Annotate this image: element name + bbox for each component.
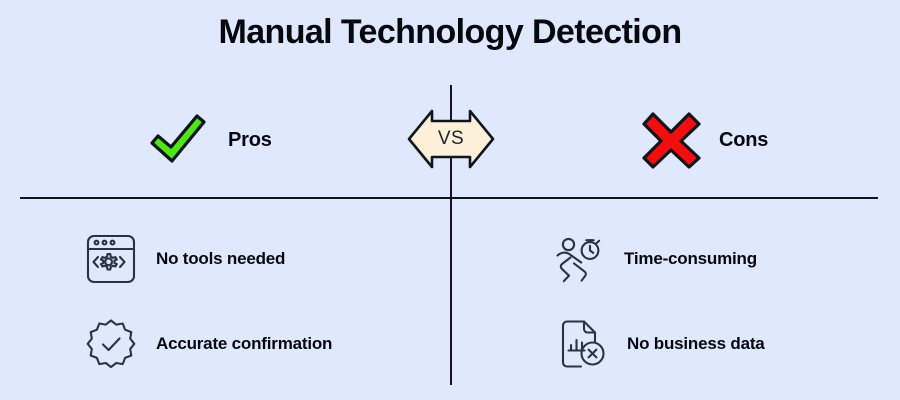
pros-heading-group: Pros (146, 110, 272, 170)
running-person-stopwatch-icon (548, 228, 610, 290)
list-item-label: Accurate confirmation (156, 334, 333, 353)
list-item-label: No business data (627, 334, 765, 353)
document-chart-x-icon (551, 313, 613, 375)
list-item-label: No tools needed (156, 249, 286, 268)
verified-badge-check-icon (80, 313, 142, 375)
vs-badge: VS (406, 108, 496, 170)
list-item: No tools needed (80, 228, 285, 290)
list-item: Time-consuming (548, 228, 757, 290)
green-check-icon (146, 110, 210, 170)
red-cross-icon (641, 110, 705, 170)
vs-label: VS (437, 128, 465, 149)
list-item: No business data (551, 313, 765, 375)
vertical-divider (450, 85, 452, 385)
cons-heading-label: Cons (719, 128, 769, 151)
page-title: Manual Technology Detection (218, 13, 683, 51)
horizontal-divider (20, 197, 878, 199)
list-item-label: Time-consuming (624, 249, 757, 268)
browser-gear-code-icon (80, 228, 142, 290)
list-item: Accurate confirmation (80, 313, 332, 375)
double-arrow-hexagon-icon (407, 109, 495, 169)
cons-heading-group: Cons (641, 110, 768, 170)
pros-heading-label: Pros (228, 128, 272, 151)
